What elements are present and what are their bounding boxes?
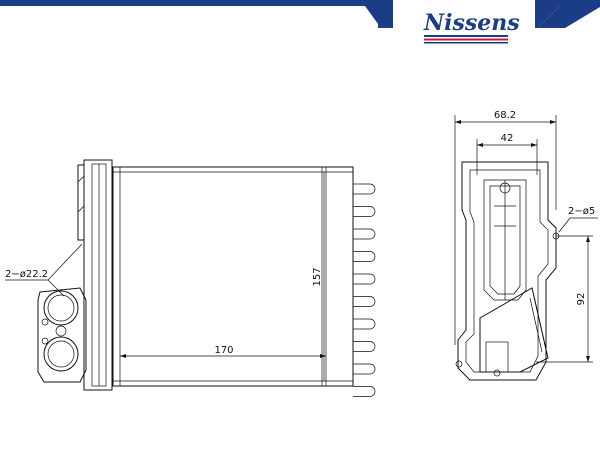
dim-core-height: 157 [312, 267, 323, 286]
flange-hole-left-top [41, 318, 49, 326]
fin-tubes [353, 183, 376, 397]
dim-depth-arrow-right [550, 120, 556, 124]
logo-stripe-blue [424, 35, 508, 37]
fin-tube [353, 206, 376, 217]
dim-spacing-arrow-top [586, 236, 590, 242]
header-bar-right [535, 0, 600, 28]
dim-inner-arrow-right [531, 143, 537, 147]
dim-inner-depth: 42 [501, 133, 514, 144]
housing-outline [457, 161, 557, 381]
dim-tube-diameter: 2−ø22.2 [5, 269, 48, 280]
header-tank [83, 159, 113, 391]
dim-width-arrow-right [320, 354, 326, 358]
fin-tube [353, 363, 376, 375]
fin-tube [353, 251, 376, 262]
core-pivot [499, 182, 511, 194]
dim-inner-arrow-left [477, 143, 483, 147]
header-bracket [77, 164, 84, 241]
pipe-outlet-lower-inner [47, 340, 75, 368]
fin-tube [353, 183, 376, 195]
pipe-block-hatch-2 [529, 297, 543, 353]
header-bar-left-diagonal [365, 6, 393, 28]
fin-tube [353, 341, 376, 352]
header-bar-right-diagonal [538, 6, 600, 28]
fin-tube [353, 228, 376, 240]
core-profile-inner [489, 185, 521, 295]
dim-hole-spacing: 92 [576, 293, 587, 306]
pipe-outlet-upper-inner [47, 294, 75, 322]
dim-leader-arrow-1 [47, 279, 65, 297]
pipe-outlet-upper [43, 290, 79, 326]
logo-stripe-red [424, 38, 508, 41]
core-body [112, 166, 354, 387]
brand-logo: Nissens [423, 10, 520, 44]
front-view: 2−ø22.2 170 157 [5, 159, 376, 397]
pipe-flange [37, 287, 87, 383]
flange-bolt [55, 325, 67, 337]
dim-leader-arrow-2 [47, 243, 83, 281]
pipe-block-hatch-1 [533, 295, 547, 351]
dim-hole-leader [558, 217, 571, 233]
brand-logo-text: Nissens [423, 10, 520, 36]
fin-tube [353, 296, 376, 307]
dim-depth-arrow-left [455, 120, 461, 124]
bracket-hatch-2 [77, 205, 85, 213]
bracket-hatch-1 [77, 175, 85, 183]
core-profile [483, 179, 527, 301]
pipe-stub-hole [493, 369, 501, 377]
housing-inner [465, 169, 549, 373]
pipe-stub [485, 341, 509, 373]
dim-core-width: 170 [214, 345, 233, 356]
flange-hole-left-bottom [41, 337, 49, 345]
dim-hole-diameter: 2−ø5 [568, 206, 595, 217]
fin-tube [353, 386, 376, 397]
dim-width-arrow-left [120, 354, 126, 358]
header-bar-left [0, 0, 393, 28]
pipe-outlet-lower [43, 336, 79, 372]
fin-tube [353, 273, 376, 285]
pipe-block [479, 287, 549, 373]
logo-stripe-blue-2 [424, 42, 508, 44]
fin-tube [353, 318, 376, 330]
dim-overall-depth: 68.2 [494, 110, 516, 121]
mount-hole-lower [455, 360, 463, 368]
side-view: 68.2 42 2−ø5 92 [454, 110, 598, 381]
dim-spacing-arrow-bottom [586, 356, 590, 362]
